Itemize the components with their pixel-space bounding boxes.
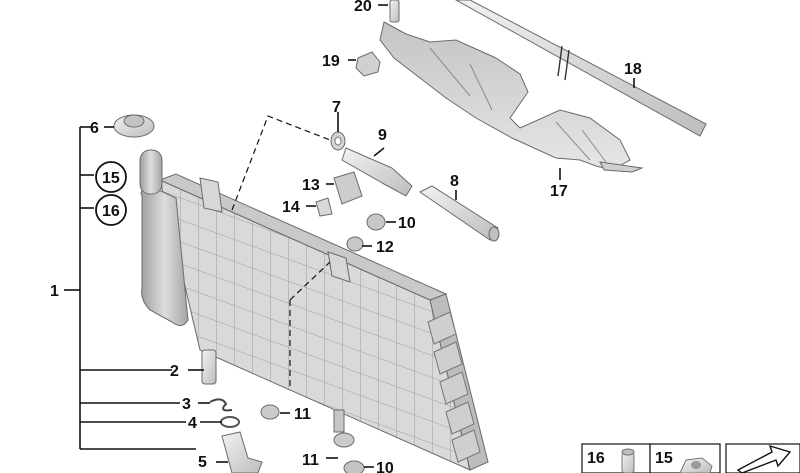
screw-part (389, 0, 400, 23)
elbow-pipe-part (221, 431, 263, 473)
rubber-mount-part (333, 171, 363, 205)
label-12: 12 (376, 239, 394, 256)
air-deflector-part (379, 21, 644, 173)
legend-15-nut (679, 457, 713, 473)
legend-strip: 16 15 (581, 443, 800, 473)
cap-part (113, 114, 155, 138)
label-6: 6 (90, 120, 99, 137)
arrow-icon (736, 444, 792, 473)
label-1: 1 (50, 283, 59, 300)
label-4: 4 (188, 415, 197, 432)
legend-16-fitting (621, 448, 635, 473)
label-16: 16 (102, 203, 120, 220)
alignment-lines (231, 115, 331, 390)
rod-part (454, 0, 707, 137)
label-20: 20 (354, 0, 372, 15)
label-5: 5 (198, 454, 207, 471)
label-9: 9 (378, 127, 387, 144)
label-2: 2 (170, 363, 179, 380)
grommet-part (315, 197, 333, 217)
label-14: 14 (282, 199, 300, 216)
clip-part (355, 51, 381, 77)
circled-15 (95, 161, 127, 193)
bracket-group (64, 126, 196, 450)
label-11-lower: 11 (302, 452, 319, 469)
label-3: 3 (182, 396, 191, 413)
screw-connector-part (341, 147, 413, 197)
label-7: 7 (332, 99, 341, 116)
hose-part (419, 185, 500, 242)
label-19: 19 (322, 53, 340, 70)
label-17: 17 (550, 183, 568, 200)
label-13: 13 (302, 177, 320, 194)
temperature-sensor-part (201, 349, 217, 385)
washer-part (260, 404, 365, 473)
label-15: 15 (102, 170, 120, 187)
label-18: 18 (624, 61, 642, 78)
legend-label-16: 16 (587, 450, 605, 467)
label-11-upper: 11 (294, 406, 311, 423)
label-10-lower: 10 (376, 460, 394, 473)
bushing-part (346, 213, 386, 252)
circled-16 (95, 194, 127, 226)
label-10-upper: 10 (398, 215, 416, 232)
radiator-part (139, 149, 489, 471)
spring-clip-part (209, 398, 233, 412)
sealing-ring-part (330, 131, 346, 151)
leader-lines (104, 4, 635, 468)
label-8: 8 (450, 173, 459, 190)
o-ring-part (220, 416, 240, 428)
legend-label-15: 15 (655, 450, 673, 467)
